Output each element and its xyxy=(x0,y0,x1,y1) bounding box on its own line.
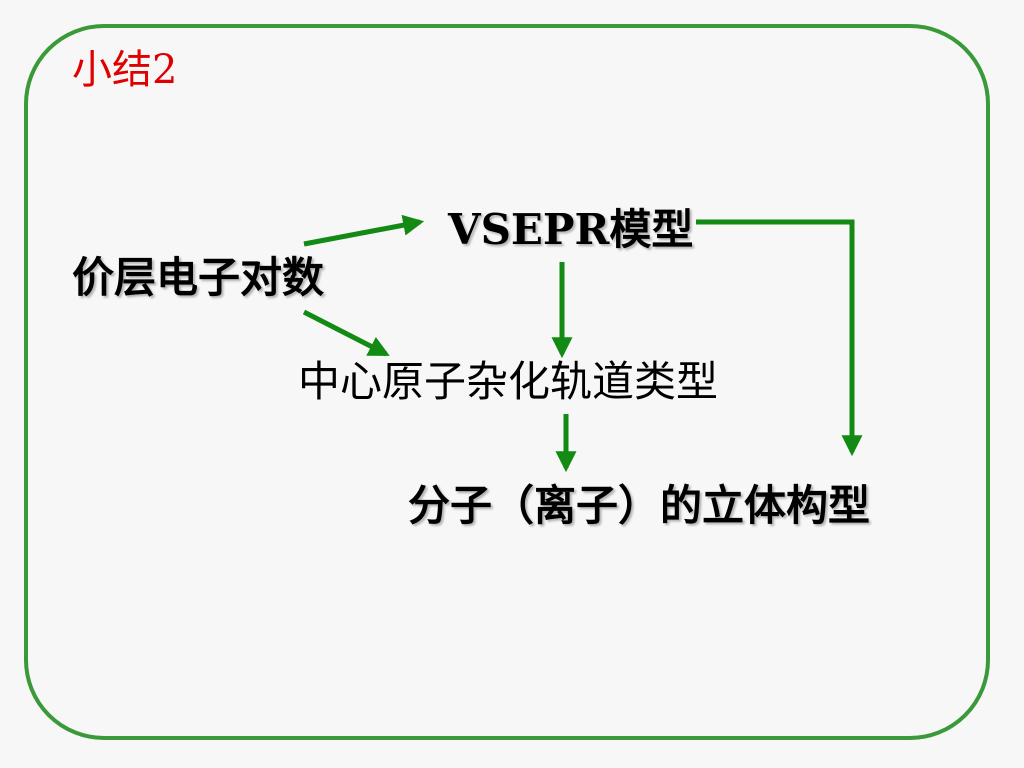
node-vsepr-model: VSEPR模型 xyxy=(448,205,694,254)
arrow-vsepr-to-shape xyxy=(696,219,863,457)
node-valence-pairs: 价层电子对数 xyxy=(72,253,325,302)
rounded-frame xyxy=(24,24,990,740)
node-hybrid-orbital: 中心原子杂化轨道类型 xyxy=(298,357,719,406)
node-molecular-shape: 分子（离子）的立体构型 xyxy=(408,481,871,530)
slide-title: 小结2 xyxy=(72,47,178,93)
arrow-valence-to-hybrid xyxy=(302,309,390,357)
arrow-valence-to-vsepr xyxy=(303,214,425,247)
